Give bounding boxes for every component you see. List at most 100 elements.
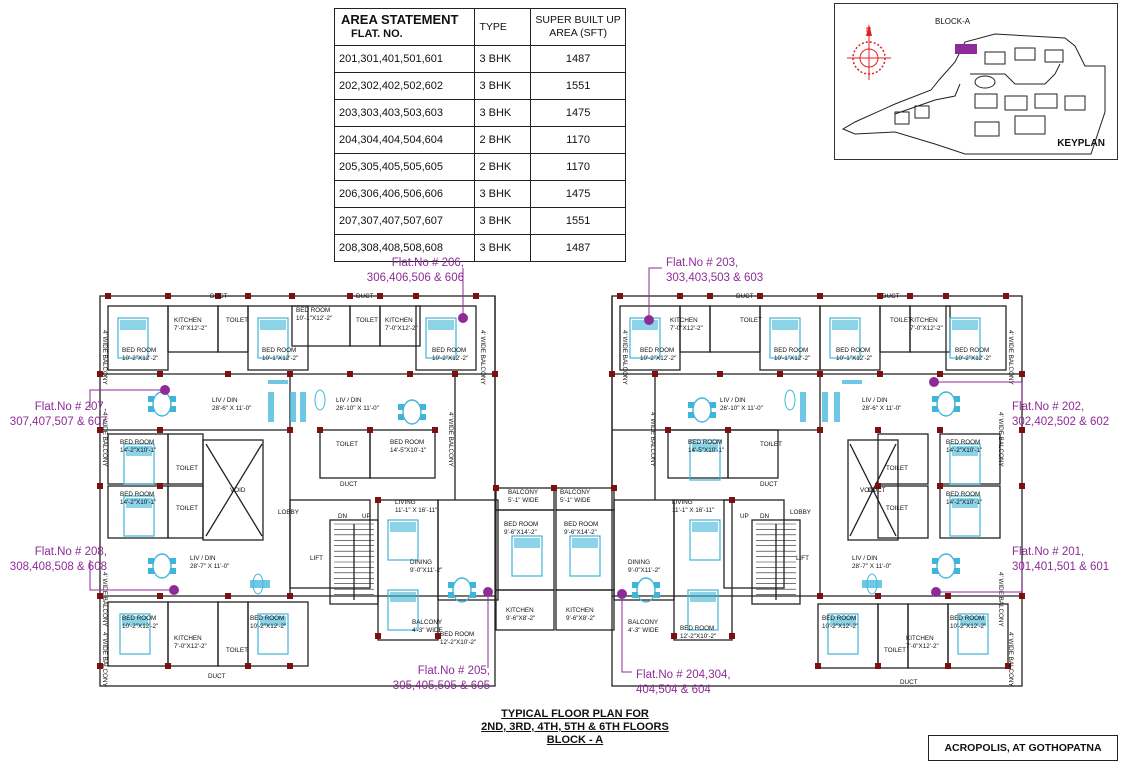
room-label: TOILET: [226, 317, 248, 324]
pillow-icon: [692, 442, 718, 452]
bed-icon: [829, 317, 861, 359]
room-label: KITCHEN: [506, 607, 534, 614]
room-dimension: 7'-0"X12'-2": [910, 325, 943, 332]
chair-icon: [420, 404, 426, 410]
room-dimension: 26'-10" X 11'-0": [336, 405, 379, 412]
wall-room: [877, 433, 929, 485]
chair-icon: [654, 592, 660, 598]
flat-208-line2: 308,408,508 & 608: [9, 561, 107, 573]
column: [611, 485, 617, 491]
block-a-label: BLOCK-A: [935, 17, 971, 26]
keyplan-label: KEYPLAN: [1057, 138, 1105, 149]
column: [875, 483, 881, 489]
chair-icon: [932, 568, 938, 574]
column: [157, 427, 163, 433]
room-label: LIV / DIN: [720, 397, 746, 404]
pillow-icon: [260, 616, 286, 626]
table-title: AREA STATEMENT: [341, 12, 459, 27]
col-flat-header: FLAT. NO.: [351, 28, 403, 40]
type-cell: 3 BHK: [474, 72, 532, 100]
room-label: TOILET: [740, 317, 762, 324]
area-cell: 1487: [530, 234, 626, 262]
sofa-icon: [842, 380, 862, 384]
room-label: BALCONY: [560, 489, 591, 496]
room-label: VOID: [230, 487, 246, 494]
column: [165, 663, 171, 669]
column: [375, 497, 381, 503]
room-dimension: 10'-2"X12'-2": [122, 623, 158, 630]
wall-room: [613, 499, 675, 601]
table-header-row: AREA STATEMENT FLAT. NO. TYPE SUPER BUIL…: [333, 8, 626, 46]
room-dimension: 9'-6"X8'-2": [566, 615, 595, 622]
wall-room: [751, 519, 801, 605]
chair-icon: [448, 592, 454, 598]
leader-line: [648, 267, 662, 320]
type-cell: 2 BHK: [474, 126, 532, 154]
column: [347, 371, 353, 377]
block-a-highlight: [955, 44, 977, 54]
bed-icon: [117, 317, 149, 359]
column: [215, 293, 221, 299]
balcony-label: 4' WIDE BALCONY: [101, 632, 108, 688]
room-label: VOID: [860, 487, 876, 494]
plan-title-line3: BLOCK - A: [546, 734, 604, 746]
pillow-icon: [692, 522, 718, 532]
bed-icon: [257, 317, 289, 359]
area-cell: 1487: [530, 45, 626, 73]
column: [652, 371, 658, 377]
flat-numbers-cell: 205,305,405,505,605: [333, 153, 476, 181]
area-cell: 1551: [530, 72, 626, 100]
type-cell: 2 BHK: [474, 153, 532, 181]
room-dimension: 7'-0"X12'-2": [670, 325, 703, 332]
column: [817, 371, 823, 377]
wall-room: [349, 305, 381, 347]
room-dimension: 7'-0"X12'-2": [906, 643, 939, 650]
chair-icon: [632, 582, 638, 588]
wall-room: [202, 439, 264, 541]
pillow-icon: [830, 616, 856, 626]
room-label: BED ROOM: [504, 521, 538, 528]
wall-room: [939, 433, 1001, 485]
chair-icon: [170, 558, 176, 564]
coffee-table-icon: [314, 389, 326, 411]
room-label: TOILET: [884, 647, 906, 654]
column: [435, 633, 441, 639]
column: [97, 663, 103, 669]
room-label: BED ROOM: [955, 347, 989, 354]
room-label: TOILET: [760, 441, 782, 448]
sofa-icon: [300, 392, 306, 422]
wall-room: [107, 305, 169, 371]
room-label: BED ROOM: [250, 615, 284, 622]
room-label: KITCHEN: [174, 317, 202, 324]
wall-room: [619, 305, 681, 371]
wall-room: [495, 487, 555, 511]
room-label: UP: [362, 513, 371, 520]
area-cell: 1170: [530, 153, 626, 181]
room-dimension: 14'-2"X10'-1": [946, 499, 982, 506]
column: [287, 427, 293, 433]
plan-title-line2: 2ND, 3RD, 4TH, 5TH & 6TH FLOORS: [481, 721, 669, 733]
sofa-icon: [834, 392, 840, 422]
chair-icon: [148, 558, 154, 564]
column: [729, 497, 735, 503]
chair-icon: [398, 404, 404, 410]
project-name: ACROPOLIS, AT GOTHOPATNA: [928, 735, 1118, 761]
dining-table-icon: [452, 577, 472, 603]
room-dimension: 9'-6"X14'-2": [564, 529, 597, 536]
chair-icon: [954, 558, 960, 564]
type-cell: 3 BHK: [474, 234, 532, 262]
pillow-icon: [514, 538, 540, 548]
column: [609, 371, 615, 377]
room-dimension: 5'-1" WIDE: [508, 497, 539, 504]
column: [157, 483, 163, 489]
room-label: LIFT: [796, 555, 809, 562]
bed-icon: [949, 317, 981, 359]
wall-room: [437, 499, 499, 601]
chair-icon: [688, 412, 694, 418]
room-label: DUCT: [882, 293, 900, 300]
chair-icon: [954, 406, 960, 412]
column: [97, 371, 103, 377]
area-cell: 1475: [530, 99, 626, 127]
plan-title-line1: TYPICAL FLOOR PLAN FOR: [501, 708, 649, 720]
